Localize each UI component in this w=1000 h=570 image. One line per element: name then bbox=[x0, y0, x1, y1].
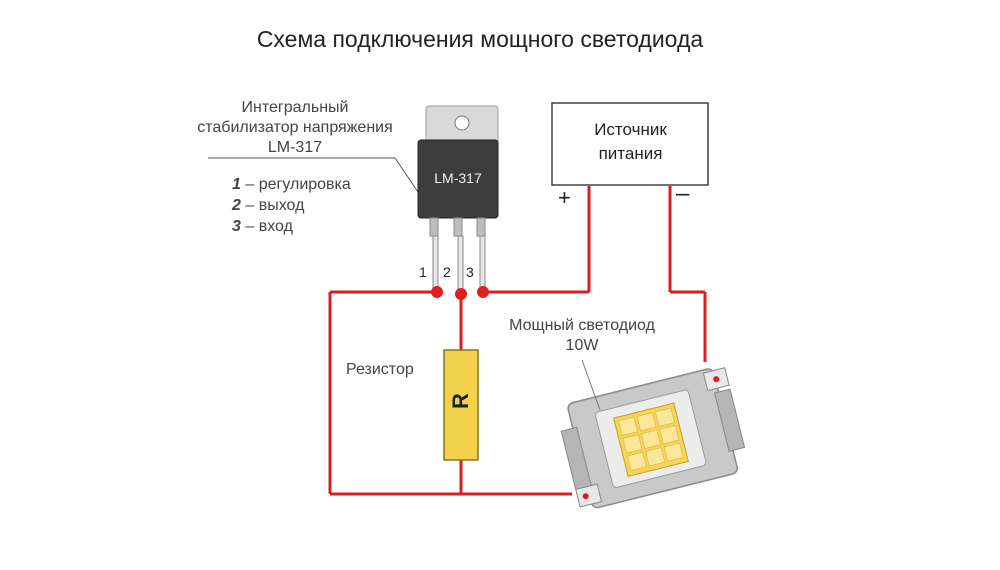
resistor-label: Резистор bbox=[346, 361, 414, 378]
regulator-leader-line-2 bbox=[394, 157, 419, 193]
power-supply-label: Источник питания bbox=[553, 118, 708, 166]
pin-legend-desc-3: – вход bbox=[245, 218, 293, 235]
pin-legend-item-1: 1 – регулировка bbox=[232, 174, 351, 195]
regulator-chip-text: LM-317 bbox=[434, 170, 482, 186]
regulator-label-line2: стабилизатор напряжения bbox=[197, 119, 393, 136]
pin-legend-item-2: 2 – выход bbox=[232, 195, 351, 216]
resistor-body bbox=[443, 349, 479, 461]
regulator-pin-3 bbox=[479, 235, 486, 293]
regulator-label-line1: Интегральный bbox=[241, 99, 349, 116]
regulator-pin-1 bbox=[432, 235, 439, 293]
lm317-regulator bbox=[417, 105, 499, 293]
diagram-title: Схема подключения мощного светодиода bbox=[256, 26, 704, 52]
pin-legend-desc-2: – выход bbox=[245, 197, 305, 214]
junction-pin1 bbox=[431, 286, 443, 298]
led-label: Мощный светодиод 10W bbox=[487, 316, 677, 356]
led-label-line2: 10W bbox=[565, 337, 599, 354]
led-module bbox=[560, 367, 746, 509]
regulator-mount-hole bbox=[454, 115, 470, 131]
plus-terminal-label: + bbox=[558, 185, 571, 210]
wires bbox=[328, 186, 707, 496]
power-supply-label-line2: питания bbox=[598, 144, 663, 163]
junction-pin3 bbox=[477, 286, 489, 298]
pin-legend-num-3: 3 bbox=[232, 218, 241, 235]
resistor-symbol: R bbox=[448, 393, 473, 409]
pin-legend-item-3: 3 – вход bbox=[232, 216, 351, 237]
power-supply-label-line1: Источник bbox=[594, 120, 667, 139]
pin-legend-desc-1: – регулировка bbox=[245, 176, 351, 193]
power-supply-box bbox=[551, 102, 709, 186]
pin-legend: 1 – регулировка 2 – выход 3 – вход bbox=[232, 174, 351, 237]
pin-number-2: 2 bbox=[443, 264, 451, 280]
pin-legend-num-1: 1 bbox=[232, 176, 241, 193]
regulator-label: Интегральный стабилизатор напряжения LM-… bbox=[180, 98, 410, 158]
regulator-label-line3: LM-317 bbox=[267, 139, 323, 156]
pin-number-1: 1 bbox=[419, 264, 427, 280]
junction-pin2 bbox=[455, 288, 467, 300]
pin-number-3: 3 bbox=[466, 264, 474, 280]
pin-legend-num-2: 2 bbox=[232, 197, 241, 214]
regulator-pin-2 bbox=[457, 235, 464, 293]
led-label-line1: Мощный светодиод bbox=[509, 317, 655, 334]
led-leader-line bbox=[581, 359, 601, 411]
minus-terminal-label: – bbox=[676, 180, 690, 207]
